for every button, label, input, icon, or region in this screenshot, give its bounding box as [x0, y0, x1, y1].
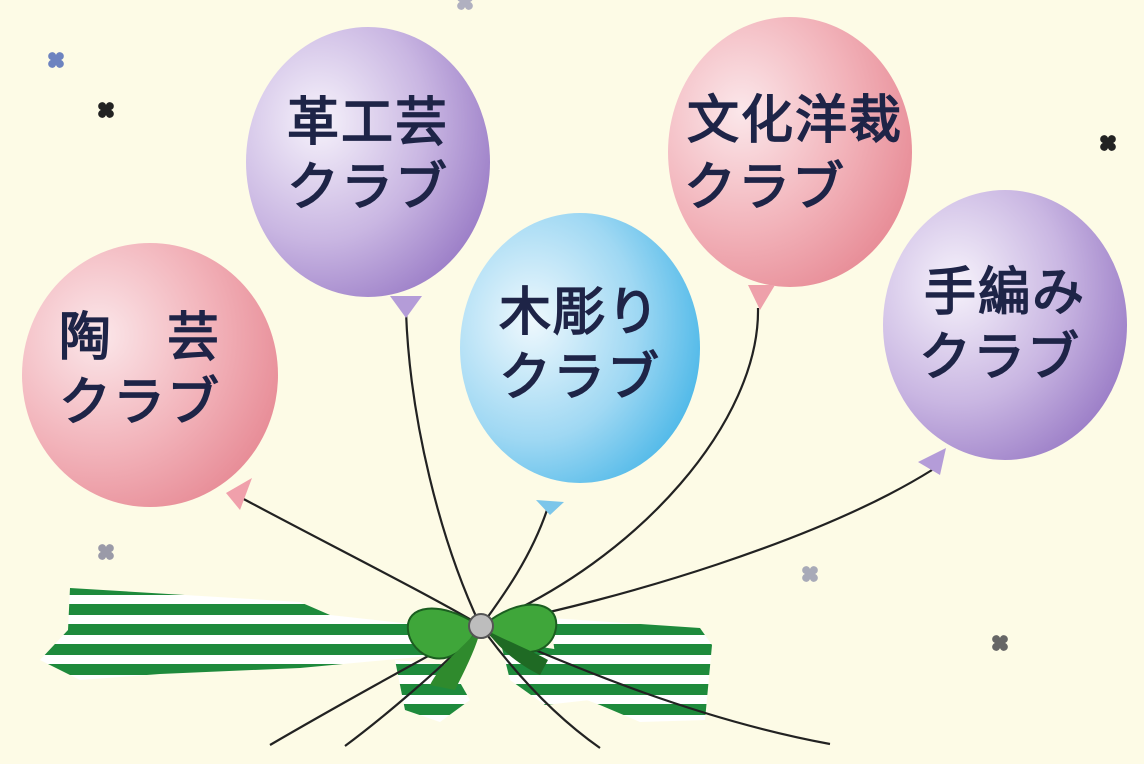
balloon-5-label-line1: 手編み	[924, 263, 1086, 323]
clover-icon	[98, 544, 114, 560]
bow-knot	[468, 613, 494, 639]
balloon-1-label-line1: 陶 芸	[59, 308, 221, 368]
clover-icon	[802, 566, 818, 582]
clover-icon	[1100, 135, 1116, 151]
balloon-2-label-line2: クラブ	[287, 158, 449, 218]
clover-icon	[98, 102, 114, 118]
balloon-2-label-line1: 革工芸	[287, 93, 449, 153]
green-bow	[406, 603, 558, 690]
clover-icon	[992, 635, 1008, 651]
clover-icon	[48, 52, 64, 68]
balloon-1-label-line2: クラブ	[59, 373, 221, 433]
balloon-1: 陶 芸 クラブ	[22, 243, 278, 510]
balloon-2: 革工芸 クラブ	[246, 27, 490, 318]
balloon-3-label-line1: 木彫り	[499, 283, 661, 343]
balloon-3: 木彫り クラブ	[460, 213, 700, 515]
balloon-5-label-line2: クラブ	[919, 328, 1081, 388]
balloon-4: 文化洋裁 クラブ	[668, 17, 912, 310]
balloon-3-label-line2: クラブ	[499, 348, 661, 408]
balloon-4-label-line2: クラブ	[684, 158, 846, 218]
striped-ribbon	[40, 588, 712, 722]
balloon-5: 手編み クラブ	[883, 190, 1127, 475]
clover-icon	[457, 0, 473, 10]
balloon-4-label-line1: 文化洋裁	[687, 91, 903, 151]
